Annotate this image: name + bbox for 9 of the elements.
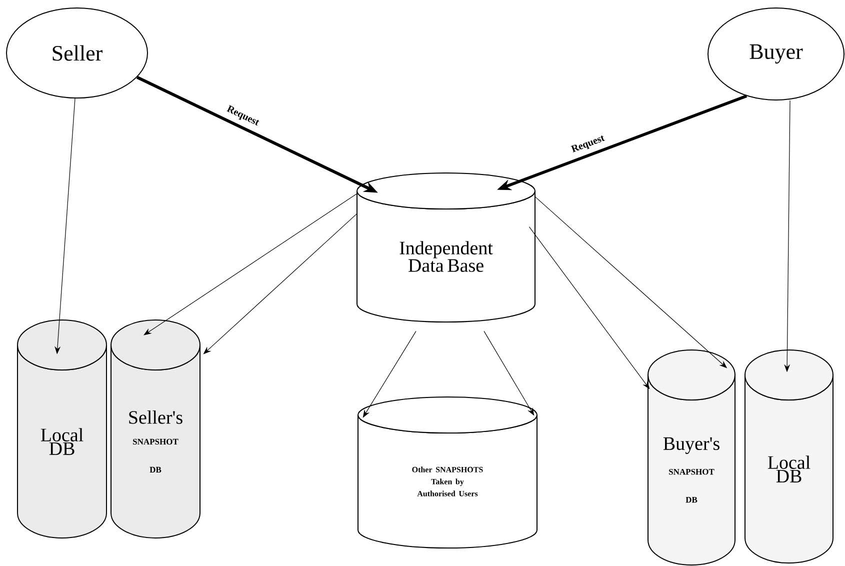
ellipse-node: Seller [6,8,148,98]
ellipse-node: Buyer [708,8,844,100]
database-cylinder: Independent Data Base [356,172,536,322]
arrow [144,194,358,336]
database-cylinder: Other SNAPSHOTS Taken by Authorised Users [358,396,538,548]
database-cylinder: Local DB [17,320,107,538]
database-cylinder: Buyer's SNAPSHOT DB [648,350,736,566]
database-cylinder: Seller's SNAPSHOT DB [110,320,200,538]
database-cylinder: Local DB [744,350,834,564]
